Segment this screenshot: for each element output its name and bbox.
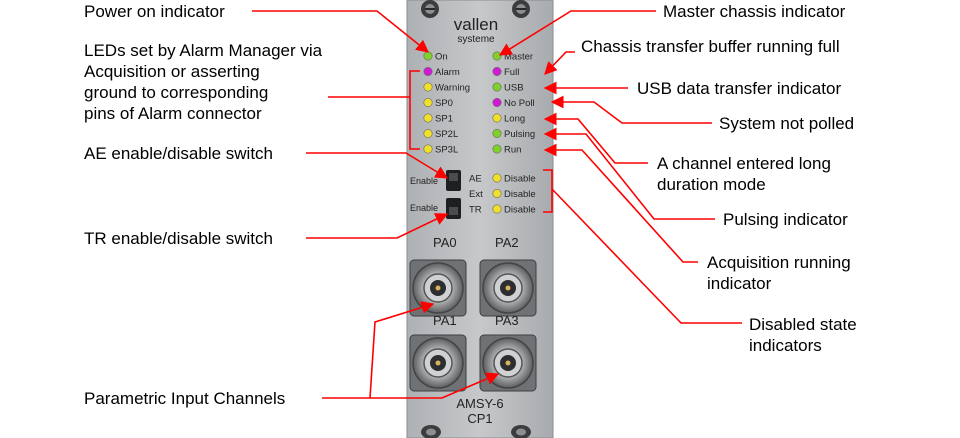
left-led-sp2l-icon xyxy=(423,129,433,139)
left-led-warning-icon xyxy=(423,82,433,92)
status-label-ae: Disable xyxy=(504,174,536,185)
status-tag-ext: Ext xyxy=(469,189,483,200)
arrow-master xyxy=(498,10,656,56)
ae-switch[interactable]: Enable xyxy=(410,170,461,191)
bottom-right-screw-icon xyxy=(511,425,531,438)
status-label-ext: Disable xyxy=(504,189,536,200)
callout-no-poll: System not polled xyxy=(719,114,855,133)
left-led-label-sp3l: SP3L xyxy=(435,145,458,156)
left-led-on-icon xyxy=(423,51,433,61)
right-led-label-master: Master xyxy=(504,52,533,63)
callout-ae-switch: AE enable/disable switch xyxy=(84,144,274,163)
callout-pulsing: Pulsing indicator xyxy=(723,210,848,229)
arrow-parametric-pa1 xyxy=(322,301,435,399)
status-tag-tr: TR xyxy=(469,205,482,216)
arrow-disabled xyxy=(551,188,742,324)
right-led-label-full: Full xyxy=(504,67,519,78)
bracket-leds-alarm xyxy=(409,70,420,150)
svg-text:Enable: Enable xyxy=(410,176,438,186)
right-led-run-icon xyxy=(492,144,502,154)
right-led-no-poll-icon xyxy=(492,98,502,108)
arrow-full xyxy=(544,51,575,75)
left-led-label-sp2l: SP2L xyxy=(435,129,458,140)
vallen-logo: vallen systeme xyxy=(454,15,498,45)
left-led-sp1-icon xyxy=(423,113,433,123)
callout-disabled: Disabled state indicators xyxy=(749,315,857,355)
right-led-master-icon xyxy=(492,51,502,61)
callout-run: Acquisition running indicator xyxy=(707,253,851,293)
channel-label-pa3: PA3 xyxy=(495,313,519,328)
top-left-screw-icon xyxy=(421,0,439,18)
left-led-label-sp1: SP1 xyxy=(435,114,453,125)
right-led-label-pulsing: Pulsing xyxy=(504,129,535,140)
status-tag-ae: AE xyxy=(469,174,482,185)
left-led-label-alarm: Alarm xyxy=(435,67,460,78)
left-led-label-on: On xyxy=(435,52,448,63)
bnc-connector-pa0[interactable] xyxy=(409,259,467,317)
channel-label-pa0: PA0 xyxy=(433,235,457,250)
right-led-full-icon xyxy=(492,67,502,77)
callout-long: A channel entered long duration mode xyxy=(657,154,831,194)
right-led-pulsing-icon xyxy=(492,129,502,139)
arrow-ae-switch xyxy=(306,152,449,179)
callout-tr-switch: TR enable/disable switch xyxy=(84,229,273,248)
channel-label-pa1: PA1 xyxy=(433,313,457,328)
status-label-tr: Disable xyxy=(504,205,536,216)
right-led-label-no-poll: No Poll xyxy=(504,98,535,109)
callout-leds-alarm: LEDs set by Alarm Manager via Acquisitio… xyxy=(84,41,323,123)
arrow-tr-switch xyxy=(306,213,449,239)
callout-full: Chassis transfer buffer running full xyxy=(581,37,840,56)
channel-label-pa2: PA2 xyxy=(495,235,519,250)
callout-power-on: Power on indicator xyxy=(84,2,225,21)
right-led-label-run: Run xyxy=(504,145,521,156)
svg-text:systeme: systeme xyxy=(457,34,495,45)
svg-text:vallen: vallen xyxy=(454,15,498,34)
arrow-run xyxy=(543,143,698,263)
model-label: AMSY-6 xyxy=(456,396,503,411)
status-led-ae-icon xyxy=(492,173,502,183)
right-led-label-usb: USB xyxy=(504,83,524,94)
left-led-sp0-icon xyxy=(423,98,433,108)
status-led-ext-icon xyxy=(492,189,502,199)
arrow-power-on xyxy=(252,10,429,53)
left-led-label-warning: Warning xyxy=(435,83,470,94)
bnc-connector-pa1[interactable] xyxy=(409,334,467,392)
callout-arrows xyxy=(252,10,742,399)
bracket-disabled xyxy=(543,169,553,213)
arrow-parametric-pa3 xyxy=(370,372,500,399)
right-led-long-icon xyxy=(492,113,502,123)
left-led-sp3l-icon xyxy=(423,144,433,154)
callout-usb: USB data transfer indicator xyxy=(637,79,842,98)
status-led-tr-icon xyxy=(492,204,502,214)
arrow-long xyxy=(543,112,648,164)
top-right-screw-icon xyxy=(512,0,530,18)
svg-text:Enable: Enable xyxy=(410,203,438,213)
left-led-label-sp0: SP0 xyxy=(435,98,453,109)
tr-switch[interactable]: Enable xyxy=(410,198,461,219)
bnc-connector-pa2[interactable] xyxy=(479,259,537,317)
arrow-pulsing xyxy=(543,127,715,220)
bnc-connector-pa3[interactable] xyxy=(479,334,537,392)
left-led-alarm-icon xyxy=(423,67,433,77)
callout-parametric: Parametric Input Channels xyxy=(84,389,286,408)
model-sub-label: CP1 xyxy=(467,411,492,426)
bottom-left-screw-icon xyxy=(421,425,441,438)
arrow-no-poll xyxy=(550,95,712,124)
callout-master: Master chassis indicator xyxy=(663,2,846,21)
right-led-label-long: Long xyxy=(504,114,525,125)
right-led-usb-icon xyxy=(492,82,502,92)
